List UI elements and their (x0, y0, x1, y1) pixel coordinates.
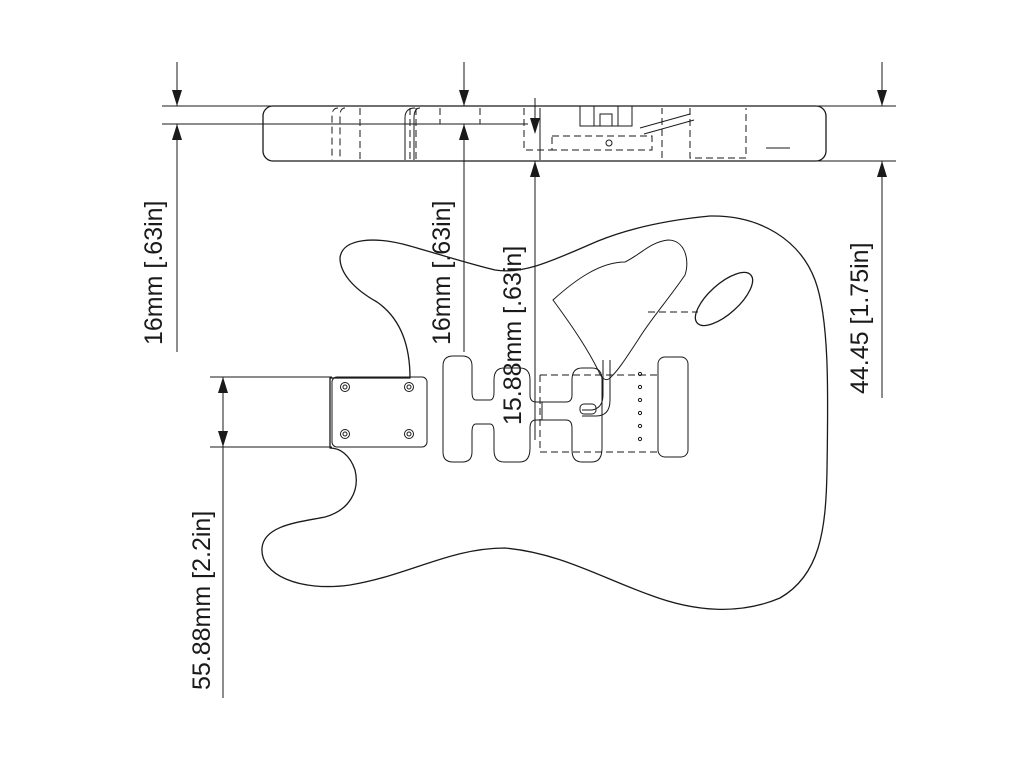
dimension-label: 55.88mm [2.2in] (188, 511, 216, 690)
dimension-label: 16mm [.63in] (428, 200, 456, 345)
dimension-label: 44.45 [1.75in] (846, 242, 874, 394)
dimension-side-thickness-a: 16mm [.63in] (140, 62, 182, 352)
body-top-view (261, 215, 829, 610)
side-view-body-outline (262, 105, 827, 162)
pickup-cavity-bridge (542, 367, 603, 463)
dimension-body-thickness: 44.45 [1.75in] (846, 62, 887, 398)
output-jack-cavity (694, 271, 754, 327)
dimension-label: 16mm [.63in] (140, 200, 168, 345)
dimension-extension-lines (162, 105, 896, 162)
dimension-label: 15.88mm [.63in] (499, 246, 527, 425)
neck-pocket (331, 376, 428, 448)
pickup-cavity-neck (442, 355, 543, 463)
body-outline (261, 215, 829, 610)
control-cavity (552, 239, 688, 381)
string-through-holes (637, 371, 643, 442)
dimension-pocket-depth: 15.88mm [.63in] (499, 98, 540, 440)
dimension-neck-pocket-width: 55.88mm [2.2in] (188, 376, 332, 698)
side-view-neck-pocket-hidden (331, 107, 346, 160)
side-view (262, 105, 827, 162)
dimension-side-thickness-b: 16mm [.63in] (428, 62, 469, 352)
bridge-plate (657, 356, 689, 458)
neck-screw-holes (340, 382, 414, 439)
